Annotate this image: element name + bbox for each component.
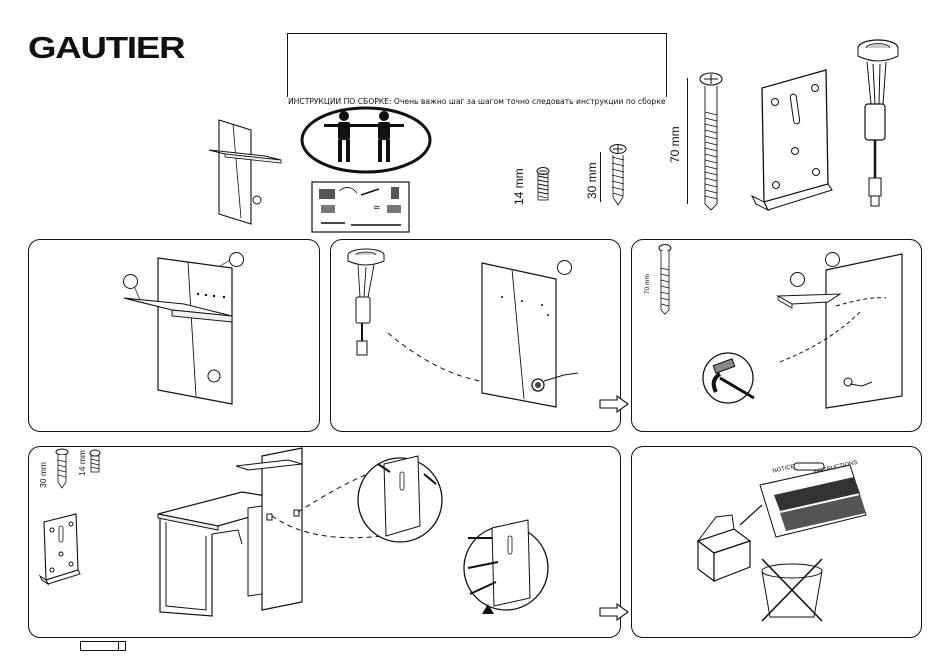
mounting-bracket-icon [748,68,838,214]
two-person-icon [300,104,435,176]
screw-30-dimension-line [600,152,602,202]
bolt-70-dimension-line [687,78,689,204]
svg-text:=: = [373,203,381,213]
step-4-screw-14-label: 14 mm [77,450,87,476]
step-1-callout-a [229,252,244,267]
step-4-screw-14-icon [88,449,102,473]
step-3-bolt-label: 70 mm [644,274,651,294]
cable-grommet-icon [853,38,903,214]
cam-screw-14-icon [535,166,551,206]
bolt-70-label: 70 mm [668,126,682,163]
page-indicator-box [80,641,126,651]
next-step-arrow-icon [599,603,629,621]
step-3-callout-b [825,252,840,267]
bolt-70-icon [697,72,725,212]
step-1-callout-b [123,274,138,289]
step-2-callout [557,260,572,275]
step-4-screw-30-label: 30 mm [38,462,48,488]
step-3-callout-a [790,272,805,287]
step-5-illustration [690,455,870,625]
step-4-screw-30-icon [53,448,71,488]
screw-30-label: 30 mm [585,162,599,199]
step-4-bracket-icon [38,510,82,588]
next-step-arrow-icon [599,395,629,413]
overview-panel-illustration [205,118,285,228]
tools-icon: = [311,181,411,233]
step-3-bolt-icon [657,244,673,314]
screw-14-label: 14 mm [512,168,526,205]
step-4-illustration [152,444,612,624]
brand-logo: GAUTIER [28,30,184,66]
step-1-illustration [120,250,250,410]
instructions-frame [287,33,667,103]
screw-30-icon [606,143,630,207]
